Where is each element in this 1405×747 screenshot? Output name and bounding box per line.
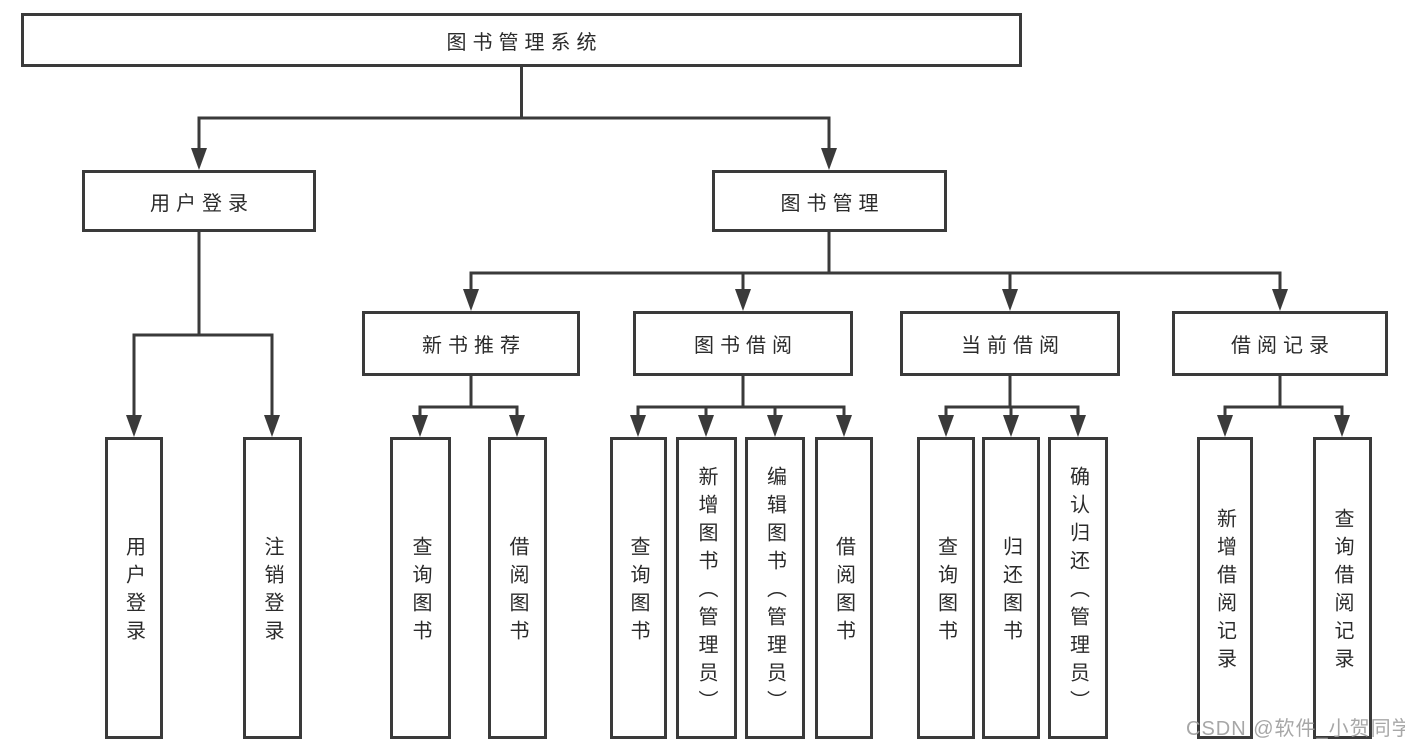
leaf-add-books-admin: 新增图书（管理员） [676, 437, 737, 739]
node-label: 查询借阅记录 [1331, 508, 1353, 676]
arrow-down-icon [821, 148, 837, 170]
arrow-down-icon [463, 289, 479, 311]
node-label: 借阅记录 [1231, 335, 1335, 357]
arrow-down-icon [1334, 415, 1350, 437]
node-label: 图书管理系统 [446, 31, 603, 54]
csdn-watermark: CSDN @软件_小贺同学 [1186, 718, 1405, 740]
node-label: 新书推荐 [422, 335, 526, 357]
node-book-borrow: 图书借阅 [633, 311, 853, 376]
node-label: 归还图书 [999, 536, 1022, 648]
node-label: 用户登录 [122, 536, 145, 648]
arrow-down-icon [1070, 415, 1086, 437]
arrow-down-icon [767, 415, 783, 437]
leaf-return-books: 归还图书 [982, 437, 1040, 739]
node-label: 查询图书 [934, 536, 957, 648]
node-user-login: 用户登录 [82, 170, 316, 232]
leaf-add-borrow-record: 新增借阅记录 [1197, 437, 1253, 739]
arrow-down-icon [1002, 289, 1018, 311]
arrow-down-icon [1217, 415, 1233, 437]
node-label: 新增图书（管理员） [695, 466, 717, 718]
arrow-down-icon [412, 415, 428, 437]
arrow-down-icon [1003, 415, 1019, 437]
leaf-user-login: 用户登录 [105, 437, 163, 739]
node-label: 借阅图书 [506, 536, 528, 648]
arrow-down-icon [698, 415, 714, 437]
node-book-management: 图书管理 [712, 170, 947, 232]
node-label: 编辑图书（管理员） [763, 466, 786, 718]
leaf-confirm-return-admin: 确认归还（管理员） [1048, 437, 1108, 739]
node-label: 新增借阅记录 [1213, 508, 1236, 676]
node-new-book-recommend: 新书推荐 [362, 311, 580, 376]
arrow-down-icons [126, 148, 1350, 437]
arrow-down-icon [836, 415, 852, 437]
leaf-recommend-query-books: 查询图书 [390, 437, 451, 739]
node-label: 查询图书 [409, 536, 431, 648]
arrow-down-icon [264, 415, 280, 437]
node-label: 用户登录 [150, 192, 254, 215]
node-label: 确认归还（管理员） [1066, 466, 1089, 718]
node-label: 注销登录 [261, 536, 283, 648]
node-library-management-system: 图书管理系统 [21, 13, 1022, 67]
leaf-current-query-books: 查询图书 [917, 437, 975, 739]
node-current-borrow: 当前借阅 [900, 311, 1120, 376]
leaf-query-borrow-record: 查询借阅记录 [1313, 437, 1372, 739]
node-label: 图书借阅 [694, 335, 798, 357]
arrow-down-icon [938, 415, 954, 437]
arrow-down-icon [630, 415, 646, 437]
arrow-down-icon [1272, 289, 1288, 311]
node-label: 图书管理 [780, 192, 885, 215]
leaf-edit-books-admin: 编辑图书（管理员） [745, 437, 805, 739]
arrow-down-icon [126, 415, 142, 437]
arrow-down-icon [735, 289, 751, 311]
leaf-borrow-query-books: 查询图书 [610, 437, 667, 739]
node-label: 当前借阅 [961, 335, 1065, 357]
arrow-down-icon [191, 148, 207, 170]
leaf-logout: 注销登录 [243, 437, 302, 739]
leaf-borrow-books: 借阅图书 [815, 437, 873, 739]
leaf-recommend-borrow-books: 借阅图书 [488, 437, 547, 739]
node-borrow-records: 借阅记录 [1172, 311, 1388, 376]
node-label: 借阅图书 [832, 536, 855, 648]
arrow-down-icon [509, 415, 525, 437]
node-label: 查询图书 [627, 536, 649, 648]
